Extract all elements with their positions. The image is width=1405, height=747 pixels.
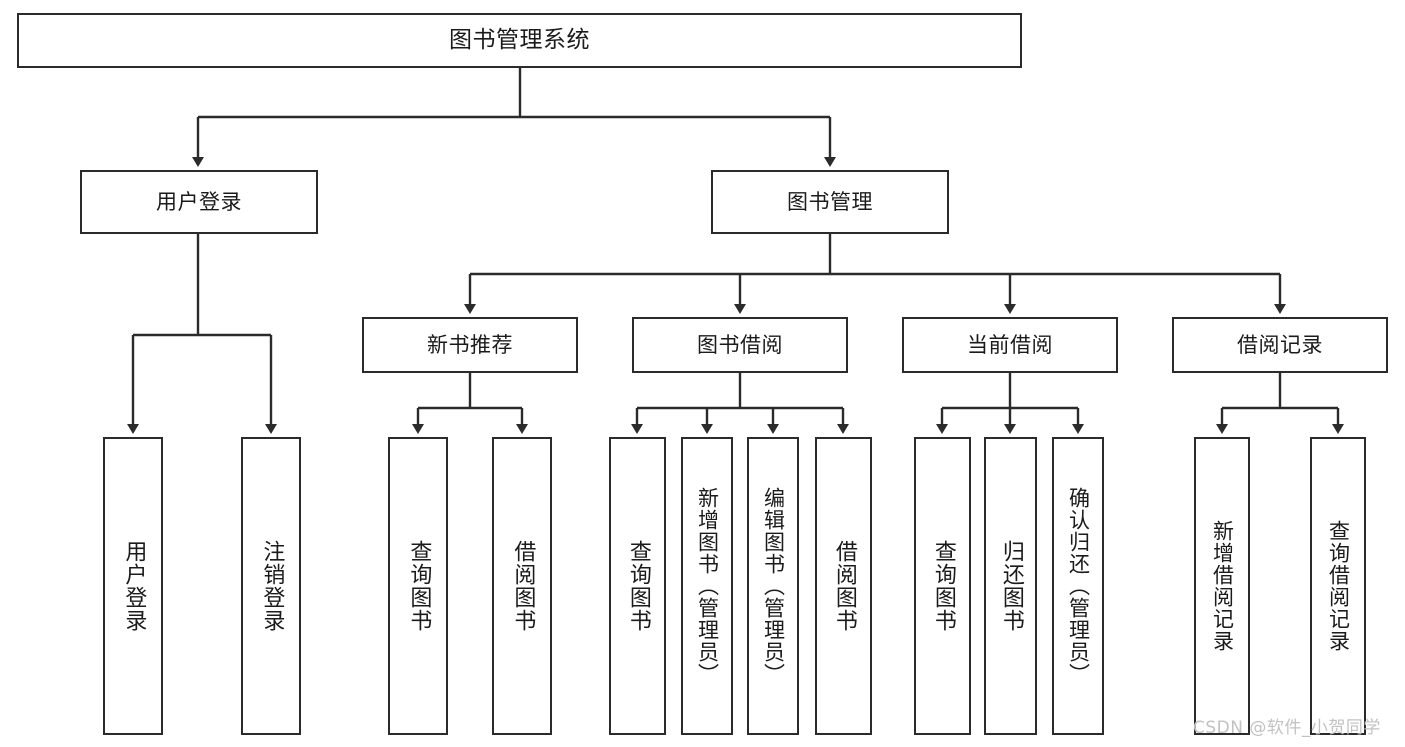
node-root-book-management-system[interactable]: 图书管理系统 (17, 13, 1022, 68)
node-leaf-return-book[interactable]: 归还图书 (984, 437, 1037, 735)
node-leaf-add-borrow-record-label: 新增借阅记录 (1210, 520, 1235, 652)
node-borrow-record[interactable]: 借阅记录 (1172, 317, 1388, 373)
node-leaf-edit-book-admin-label: 编辑图书（管理员） (761, 487, 786, 685)
node-user-login[interactable]: 用户登录 (80, 170, 318, 234)
node-leaf-confirm-return-admin[interactable]: 确认归还（管理员） (1052, 437, 1104, 735)
node-leaf-query-book-borrow[interactable]: 查询图书 (609, 437, 666, 735)
node-leaf-query-book-current-label: 查询图书 (930, 540, 956, 632)
node-leaf-add-book-admin-label: 新增图书（管理员） (695, 487, 720, 685)
node-root-label: 图书管理系统 (449, 27, 590, 54)
node-leaf-logout-label: 注销登录 (259, 540, 285, 632)
node-leaf-confirm-return-admin-label: 确认归还（管理员） (1066, 487, 1091, 685)
node-leaf-add-borrow-record[interactable]: 新增借阅记录 (1194, 437, 1250, 735)
node-current-borrow-label: 当前借阅 (967, 332, 1053, 357)
node-book-management[interactable]: 图书管理 (711, 170, 949, 234)
node-new-book-recommend-label: 新书推荐 (427, 332, 513, 357)
node-leaf-query-book-borrow-label: 查询图书 (625, 540, 651, 632)
node-leaf-user-login[interactable]: 用户登录 (103, 437, 163, 735)
node-leaf-return-book-label: 归还图书 (998, 540, 1024, 632)
node-leaf-add-book-admin[interactable]: 新增图书（管理员） (681, 437, 733, 735)
node-leaf-borrow-book-new[interactable]: 借阅图书 (492, 437, 552, 735)
node-borrow-record-label: 借阅记录 (1237, 332, 1323, 357)
node-book-management-label: 图书管理 (787, 189, 873, 214)
node-user-login-label: 用户登录 (156, 189, 242, 214)
node-leaf-query-borrow-record[interactable]: 查询借阅记录 (1310, 437, 1366, 735)
csdn-watermark: CSDN @软件_小贺同学 (1193, 718, 1381, 738)
node-leaf-logout[interactable]: 注销登录 (241, 437, 301, 735)
node-leaf-query-borrow-record-label: 查询借阅记录 (1326, 520, 1351, 652)
node-leaf-query-book-new-label: 查询图书 (406, 540, 432, 632)
node-leaf-borrow-book[interactable]: 借阅图书 (815, 437, 872, 735)
node-leaf-user-login-label: 用户登录 (121, 540, 147, 632)
connectors (127, 68, 1344, 434)
node-leaf-query-book-current[interactable]: 查询图书 (914, 437, 971, 735)
node-leaf-query-book-new[interactable]: 查询图书 (388, 437, 448, 735)
node-new-book-recommend[interactable]: 新书推荐 (362, 317, 578, 373)
node-leaf-borrow-book-label: 借阅图书 (831, 540, 857, 632)
node-leaf-borrow-book-new-label: 借阅图书 (510, 540, 536, 632)
node-current-borrow[interactable]: 当前借阅 (902, 317, 1118, 373)
node-book-borrow[interactable]: 图书借阅 (632, 317, 848, 373)
node-leaf-edit-book-admin[interactable]: 编辑图书（管理员） (747, 437, 799, 735)
node-book-borrow-label: 图书借阅 (697, 332, 783, 357)
